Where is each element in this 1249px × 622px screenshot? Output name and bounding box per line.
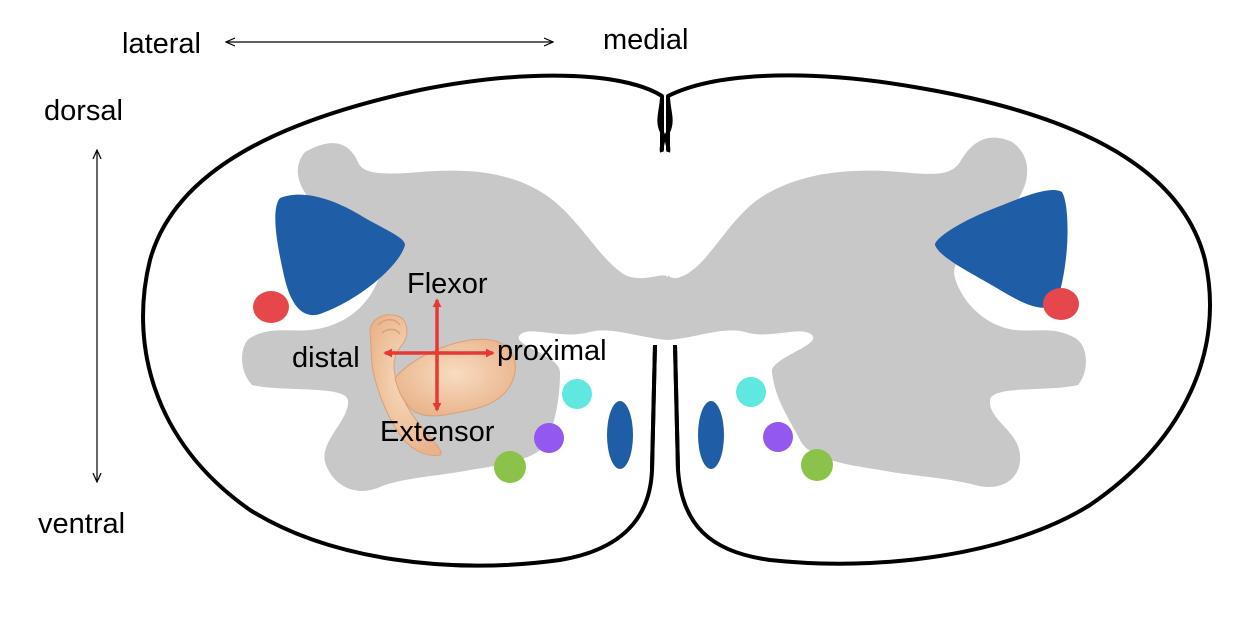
cyan-nucleus-left [562, 379, 592, 409]
purple-nucleus-left [534, 423, 564, 453]
cyan-nucleus-right [736, 377, 766, 407]
spinal-cord-outline [141, 73, 1213, 568]
medial-label: medial [603, 24, 688, 56]
ventral-label: ventral [38, 508, 125, 540]
dorsal-median-septum [657, 95, 673, 153]
ventral-tract-right [698, 401, 724, 469]
dorsal-label: dorsal [44, 95, 123, 127]
extensor-label: Extensor [380, 416, 495, 448]
dorsal-tract-left [275, 194, 405, 316]
dorsal-tract-right [935, 190, 1068, 308]
ventral-tract-left [607, 401, 633, 469]
green-nucleus-right [801, 449, 833, 481]
distal-label: distal [292, 342, 360, 374]
red-tract-left [253, 291, 289, 323]
lateral-label: lateral [122, 28, 201, 60]
red-tract-right [1043, 288, 1079, 320]
proximal-label: proximal [497, 335, 607, 367]
purple-nucleus-right [763, 422, 793, 452]
gray-matter-right [668, 137, 1086, 487]
green-nucleus-left [494, 451, 526, 483]
ventral-fissure [650, 344, 680, 471]
flexor-label: Flexor [407, 268, 488, 300]
